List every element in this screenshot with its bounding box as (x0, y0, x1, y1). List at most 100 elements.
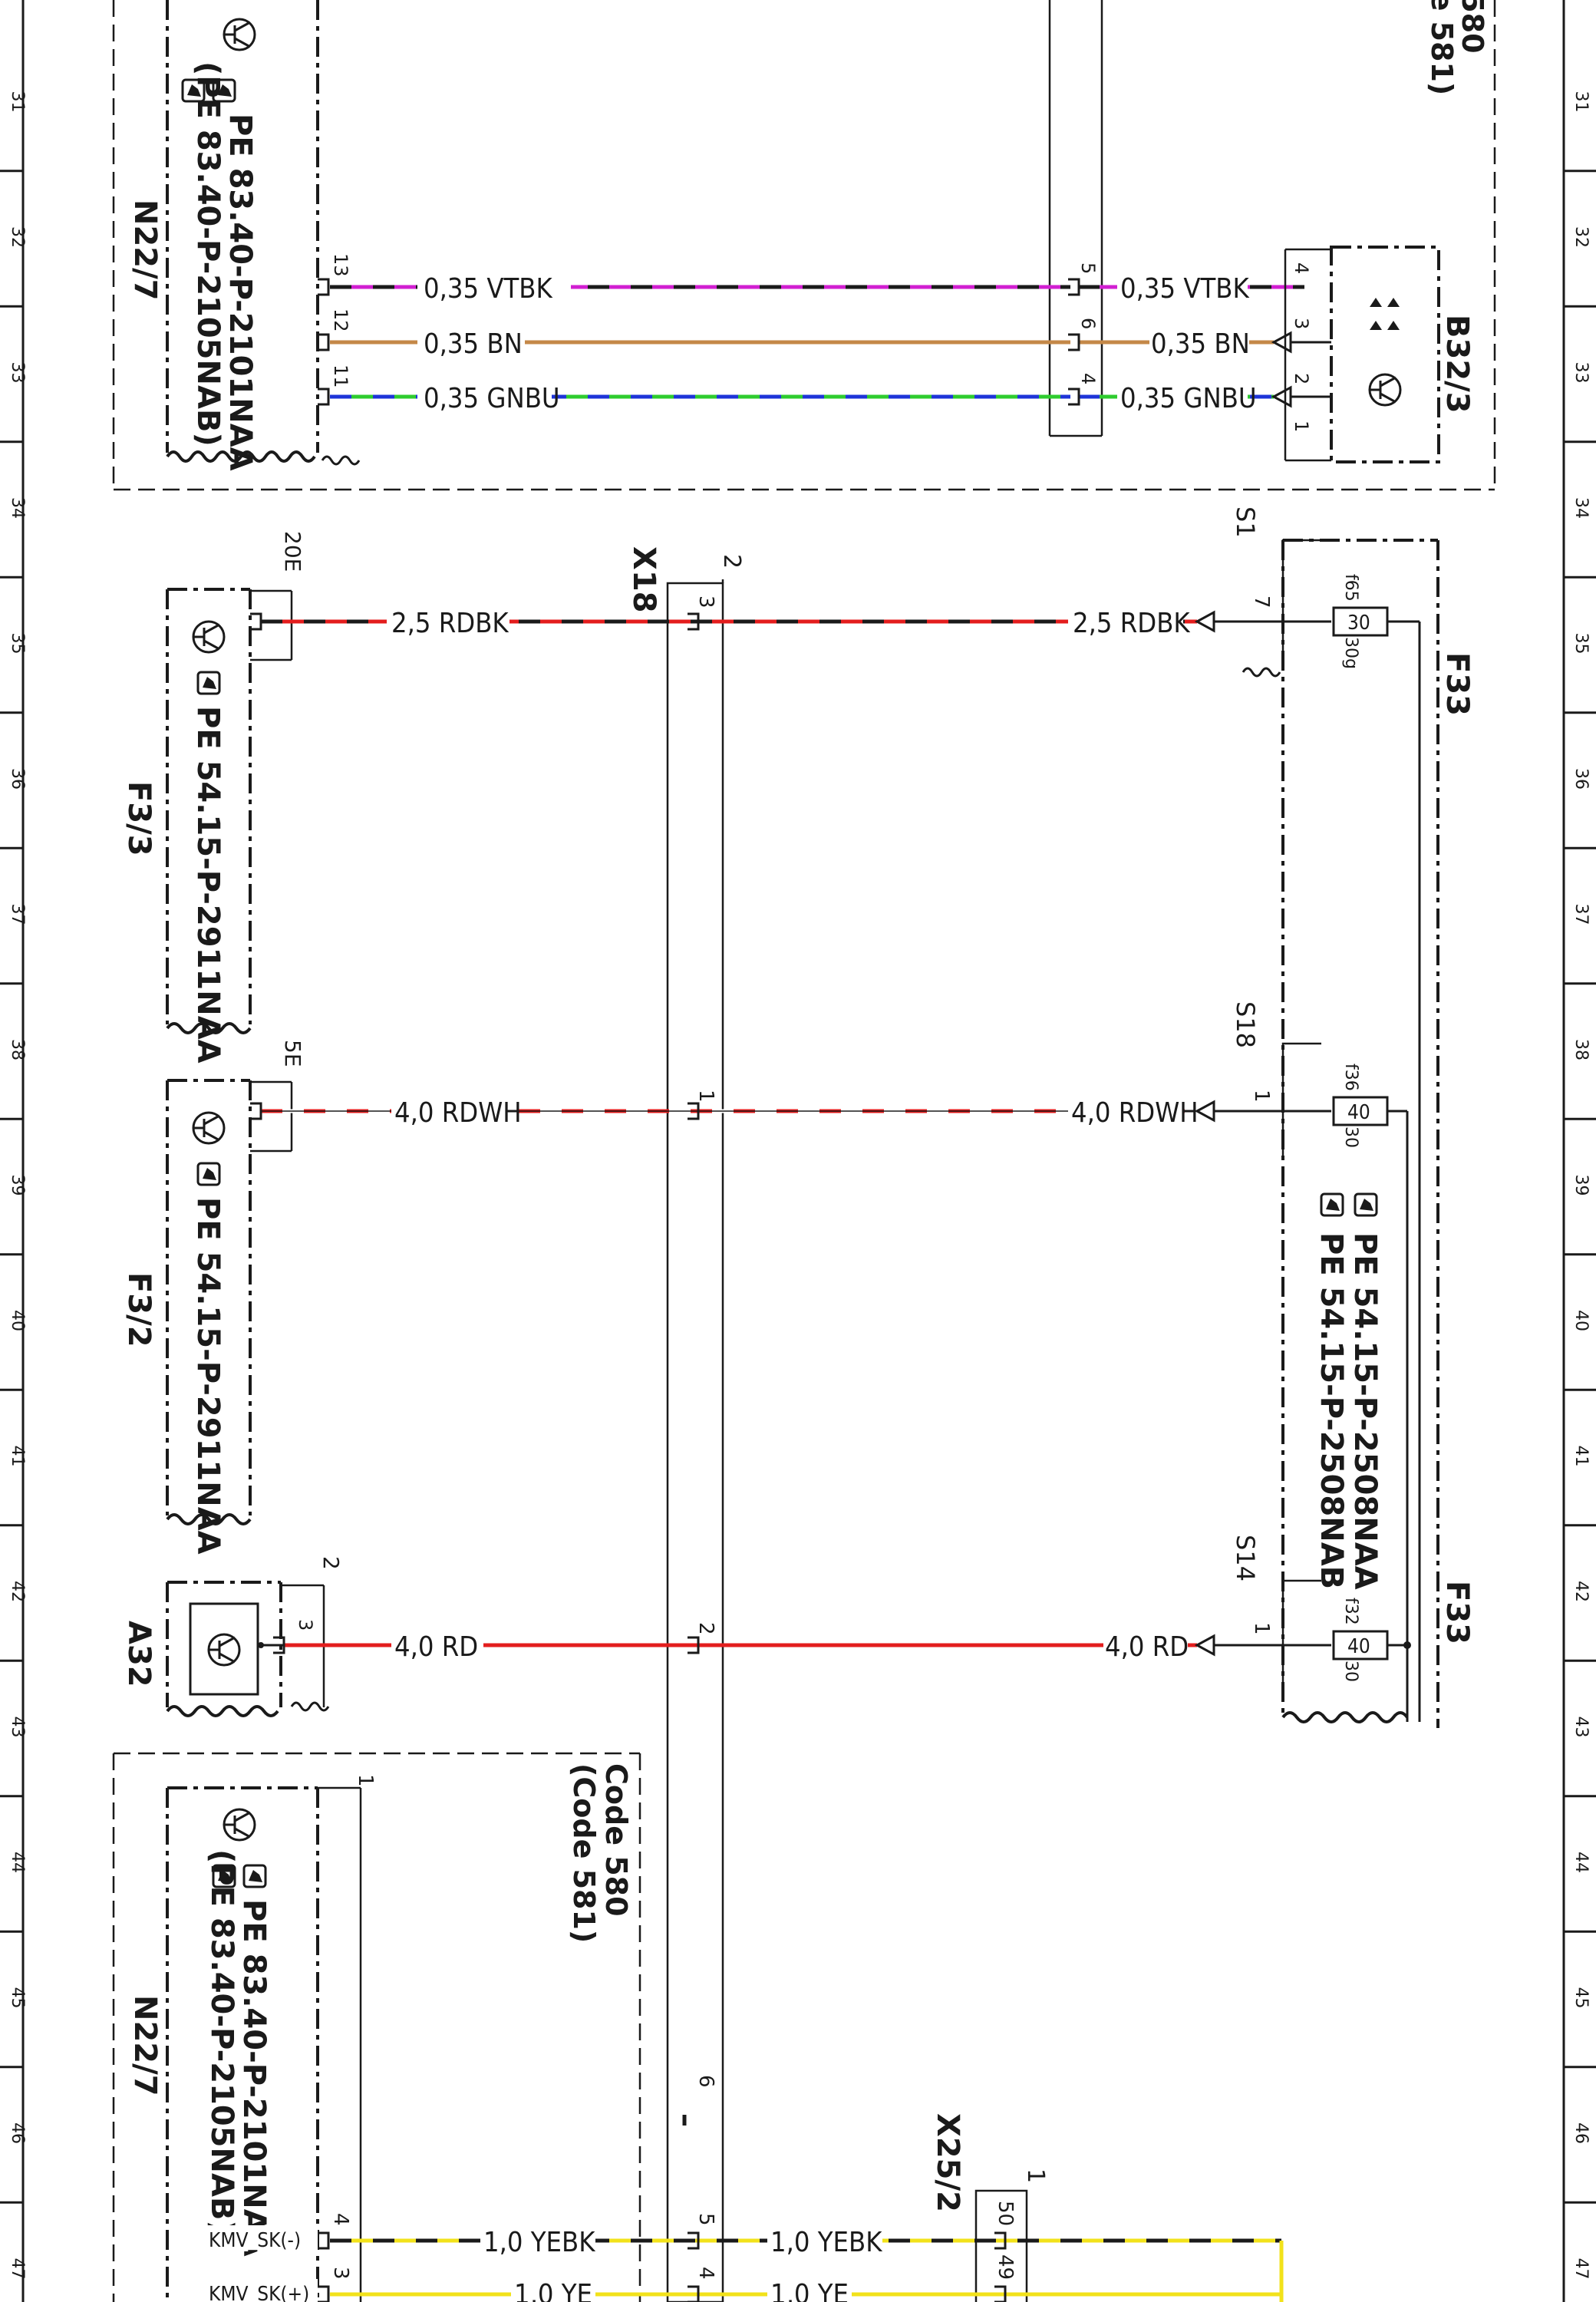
label-bg (387, 606, 509, 637)
transistor-icon (192, 1111, 226, 1145)
splice-s1-label: S1 (1231, 506, 1260, 538)
hand-pointer-icon (212, 1864, 236, 1888)
grid-row-number: 47 (8, 2258, 27, 2280)
label-bg (417, 327, 525, 358)
label-bg (1068, 606, 1183, 637)
n22-7-bottom-pin-4: 4 (329, 2213, 352, 2226)
grid-row-number: 43 (1571, 1717, 1591, 1738)
wire-label-yebk: 1,0 YEBK (483, 2227, 595, 2258)
hand-pointer-icon (1320, 1192, 1344, 1217)
pin-6: 6 (1077, 318, 1099, 329)
transistor-icon (223, 1808, 256, 1842)
pin-13: 13 (330, 253, 351, 277)
f3-2-wavy (166, 1513, 252, 1525)
grid-row-number: 31 (1571, 91, 1591, 113)
wire-label-vtbk: 0,35 VTBK (424, 273, 553, 305)
label-bg (417, 381, 552, 412)
label-bg (1117, 381, 1248, 412)
grid-row-number: 32 (1571, 226, 1591, 248)
hand-pointer-icon (181, 78, 206, 103)
fuse-f36-amp: 40 (1347, 1101, 1370, 1124)
transistor-icon (1368, 373, 1402, 407)
wire-label-ye: 1,0 YE (514, 2279, 592, 2302)
wire-label-yebk-right: 1,0 YEBK (770, 2227, 882, 2258)
grid-row-number: 35 (1571, 633, 1591, 655)
fuse-f36: 40 f36 30 (1332, 1064, 1389, 1148)
hand-pointer-icon (196, 1162, 221, 1186)
f33-box (1281, 539, 1439, 1728)
pin-contacts-x18 (250, 612, 700, 1654)
label-bg (417, 272, 571, 302)
fuse-f65: 30 f65 30g (1332, 574, 1389, 669)
grid-row-number: 37 (8, 904, 27, 925)
grid-row-number: 33 (8, 362, 27, 384)
pin-11: 11 (330, 364, 351, 388)
pin-b32-1: 1 (1291, 420, 1312, 432)
a32-label: A32 (121, 1621, 157, 1687)
f33-label-bottom: F33 (1439, 1581, 1475, 1644)
code-box-top (112, 0, 1496, 491)
grid-row-number: 39 (1571, 1175, 1591, 1196)
grid-row-number: 39 (8, 1175, 27, 1196)
grid-row-number: 42 (1571, 1581, 1591, 1602)
triangle-arrow-icon (1271, 331, 1292, 408)
x18-pin-1: 1 (694, 1090, 717, 1103)
pin-contacts-mid-top (1068, 278, 1080, 406)
x18-pin-6: 6 (694, 2075, 717, 2088)
label-bg (206, 2225, 318, 2251)
n22-7-bottom-ref2: (PE 83.40-P-2105NAB) (204, 1849, 239, 2234)
grid-row-number: 44 (8, 1852, 27, 1873)
s1-pin-7: 7 (1250, 595, 1273, 608)
n22-7-top-box (166, 0, 319, 453)
f33-wavy (1281, 1711, 1409, 1723)
grid-row-number: 43 (8, 1717, 27, 1738)
grid-row-number: 33 (1571, 362, 1591, 384)
x18-label: X18 (626, 546, 661, 613)
x18-pin-2: 2 (694, 1622, 717, 1635)
x25-2-label: X25/2 (930, 2113, 965, 2212)
wire-label-gnbu: 0,35 GNBU (424, 383, 560, 414)
n22-7-top-label: N22/7 (127, 200, 163, 301)
label-bg (206, 2279, 318, 2302)
hand-pointer-icon (242, 1864, 267, 1888)
splice-s1-wavy (1242, 667, 1281, 678)
pin-contacts-bottom (318, 2231, 1007, 2302)
s14-pin-1: 1 (1250, 1622, 1273, 1635)
n22-7-bottom-pin-1: 1 (354, 1774, 377, 1787)
x25-2-number: 1 (1022, 2168, 1049, 2183)
grid-row-number: 37 (1571, 904, 1591, 925)
b32-3-label: B32/3 (1439, 315, 1475, 414)
pin-b32-4: 4 (1291, 262, 1312, 274)
label-bg (391, 1630, 483, 1661)
pin-5: 5 (1077, 262, 1099, 274)
wire-label-rdwh-right: 4,0 RDWH (1071, 1097, 1199, 1129)
grid-row-number: 47 (1571, 2258, 1591, 2280)
pin-b32-2: 2 (1291, 373, 1312, 384)
signal-kmv-minus: KMV_SK(-) (209, 2229, 301, 2252)
grid-row-number: 32 (8, 226, 27, 248)
f33-ref2: PE 54.15-P-2508NAB (1314, 1232, 1349, 1589)
grid-row-number: 42 (8, 1581, 27, 1602)
fuse-f65-term: 30g (1341, 637, 1360, 669)
a32-box (166, 1581, 282, 1707)
grid-row-number: 46 (8, 2122, 27, 2144)
transistor-icon (192, 620, 226, 654)
n22-7-bottom-ref1: PE 83.40-P-2101NAA (236, 1899, 272, 2257)
fuse-f32: 40 f32 30 (1332, 1598, 1389, 1682)
label-bg (1068, 1096, 1183, 1126)
wire-label-rd-right: 4,0 RD (1105, 1631, 1189, 1663)
pin-b32-3: 3 (1291, 318, 1312, 329)
n22-7-top-wavy-small (321, 455, 361, 466)
hand-pointer-icon (1354, 1192, 1378, 1217)
f3-3-wavy (166, 1022, 252, 1034)
grid-row-number: 34 (1571, 497, 1591, 519)
wire-label-gnbu-right: 0,35 GNBU (1120, 383, 1257, 414)
wire-label-bn-right: 0,35 BN (1151, 328, 1250, 360)
f3-3-label: F3/3 (121, 781, 157, 856)
label-bg (391, 1096, 514, 1126)
grid-row-number: 40 (1571, 1310, 1591, 1331)
label-bg (1149, 327, 1249, 358)
grid-row-number: 36 (1571, 768, 1591, 790)
